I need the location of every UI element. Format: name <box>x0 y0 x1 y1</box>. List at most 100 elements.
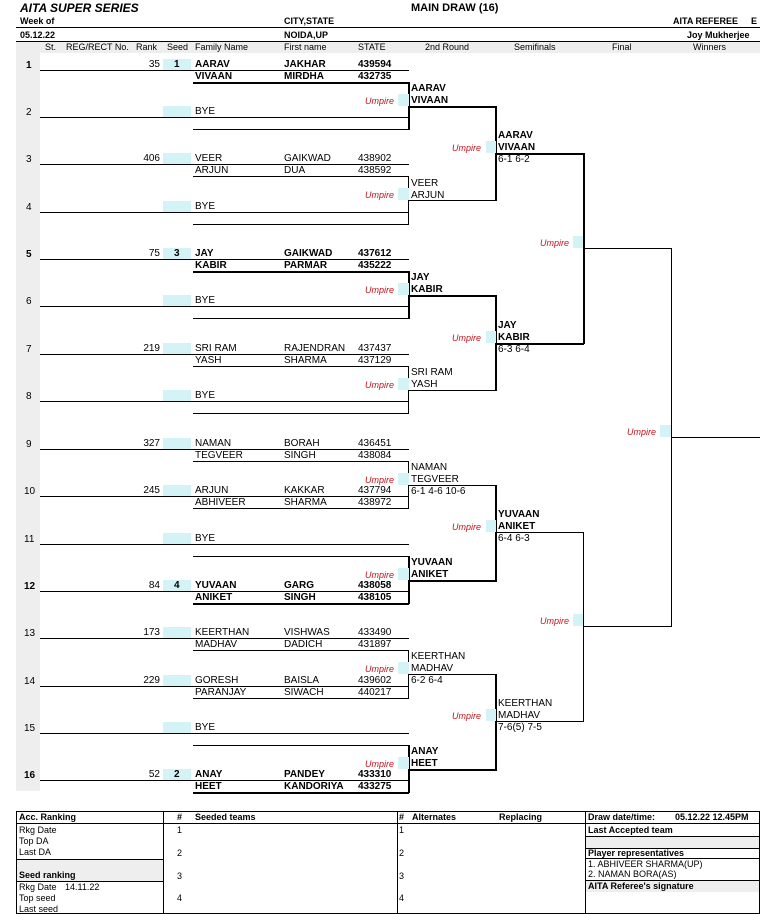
seed-cell <box>163 201 191 212</box>
player-family: BYE <box>195 533 216 544</box>
position-number: 16 <box>24 770 36 781</box>
player-first: SHARMA <box>284 355 327 366</box>
player-family: PARANJAY <box>195 687 247 698</box>
player-first: PANDEY <box>284 769 325 780</box>
player-rep-2: 2. NAMAN BORA(AS) <box>588 869 677 879</box>
semifinal-player: JAY <box>498 320 517 331</box>
player-first: GARG <box>284 580 314 591</box>
umpire-label: Umpire <box>627 427 657 437</box>
col-semis: Semifinals <box>514 42 556 52</box>
alternate-number: 1 <box>399 825 405 835</box>
player-family: BYE <box>195 295 216 306</box>
seed-rkg-date-label: Rkg Date <box>19 882 57 892</box>
bracket-connector <box>397 812 398 914</box>
col-seed: Seed <box>167 42 189 52</box>
row-line <box>193 129 409 130</box>
rank: 219 <box>143 343 160 354</box>
row-line <box>496 343 584 345</box>
player-first: KAKKAR <box>284 485 325 496</box>
umpire-label: Umpire <box>365 664 395 674</box>
position-number: 5 <box>26 249 32 260</box>
player-family: BYE <box>195 390 216 401</box>
bracket-connector <box>408 461 409 509</box>
player-first: SIWACH <box>284 687 324 698</box>
top-da-label: Top DA <box>19 836 49 846</box>
row-line <box>40 591 409 592</box>
position-number: 3 <box>26 154 32 165</box>
player-first: DUA <box>284 165 306 176</box>
umpire-label: Umpire <box>365 190 395 200</box>
score-cell <box>573 614 583 626</box>
round2-player: AARAV <box>411 83 446 94</box>
col-winners: Winners <box>693 42 727 52</box>
rank: 406 <box>143 153 160 164</box>
umpire-label: Umpire <box>452 522 482 532</box>
bracket-connector <box>408 176 409 224</box>
winner-line <box>672 437 760 438</box>
row-line <box>40 733 409 734</box>
row-line <box>193 792 409 794</box>
seeded-hash: # <box>177 812 183 822</box>
semifinal-player: KABIR <box>498 332 530 343</box>
col-reg: REG/RECT No. <box>66 42 129 52</box>
seed-cell <box>163 438 191 449</box>
row-line <box>40 212 409 213</box>
player-rep-1: 1. ABHIVEER SHARMA(UP) <box>588 859 703 869</box>
position-number: 2 <box>26 107 32 118</box>
position-number: 11 <box>24 534 35 545</box>
seed-ranking-label: Seed ranking <box>19 870 76 880</box>
row-line <box>496 721 584 722</box>
player-state: 439602 <box>358 675 392 686</box>
city-label: CITY,STATE <box>284 16 335 26</box>
umpire-label: Umpire <box>540 238 570 248</box>
player-family: VEER <box>195 153 223 164</box>
row-line <box>40 70 409 71</box>
rank: 245 <box>143 485 160 496</box>
player-state: 438084 <box>358 450 392 461</box>
row-line <box>585 836 759 837</box>
row-line <box>496 153 584 155</box>
score-cell <box>398 662 409 674</box>
player-family: ARJUN <box>195 165 229 176</box>
semifinal-player: AARAV <box>498 130 533 141</box>
score-cell <box>398 94 409 106</box>
seed-cell <box>163 248 191 259</box>
section-shade <box>586 881 759 892</box>
row-line <box>40 164 409 165</box>
semifinal-player: VIVAAN <box>498 142 536 153</box>
position-number: 15 <box>24 723 36 734</box>
referee-label: AITA REFEREE <box>673 16 739 26</box>
row-line <box>409 485 497 486</box>
umpire-label: Umpire <box>365 96 395 106</box>
round2-player: JAY <box>411 272 430 283</box>
row-line <box>17 823 759 824</box>
last-seed-label: Last seed <box>19 904 59 914</box>
round2-player: ANAY <box>411 746 439 757</box>
row-line <box>585 880 759 881</box>
row-line <box>40 117 409 118</box>
score-cell <box>398 283 409 295</box>
rank: 52 <box>148 769 160 780</box>
round2-player: KABIR <box>411 284 443 295</box>
score-cell <box>398 568 409 580</box>
score-cell <box>486 709 496 721</box>
player-state: 440217 <box>358 687 392 698</box>
round2-player: ANIKET <box>411 569 449 580</box>
player-state: 437129 <box>358 355 392 366</box>
rank: 229 <box>143 675 160 686</box>
match-score: 6-3 6-4 <box>498 344 530 355</box>
seed-cell <box>163 295 191 306</box>
seed: 3 <box>174 248 180 259</box>
row-line <box>40 638 409 639</box>
seed-rkg-date-value: 14.11.22 <box>65 882 100 892</box>
col-st: St. <box>45 42 57 52</box>
player-family: HEET <box>195 781 222 792</box>
bracket-connector <box>583 532 584 722</box>
seeded-teams-label: Seeded teams <box>195 812 256 822</box>
seed-cell <box>163 59 191 70</box>
draw-date-value: 05.12.22 12.45PM <box>675 812 749 822</box>
player-first: DADICH <box>284 639 323 650</box>
row-line <box>193 650 409 651</box>
seed: 1 <box>174 59 180 70</box>
umpire-label: Umpire <box>365 475 395 485</box>
